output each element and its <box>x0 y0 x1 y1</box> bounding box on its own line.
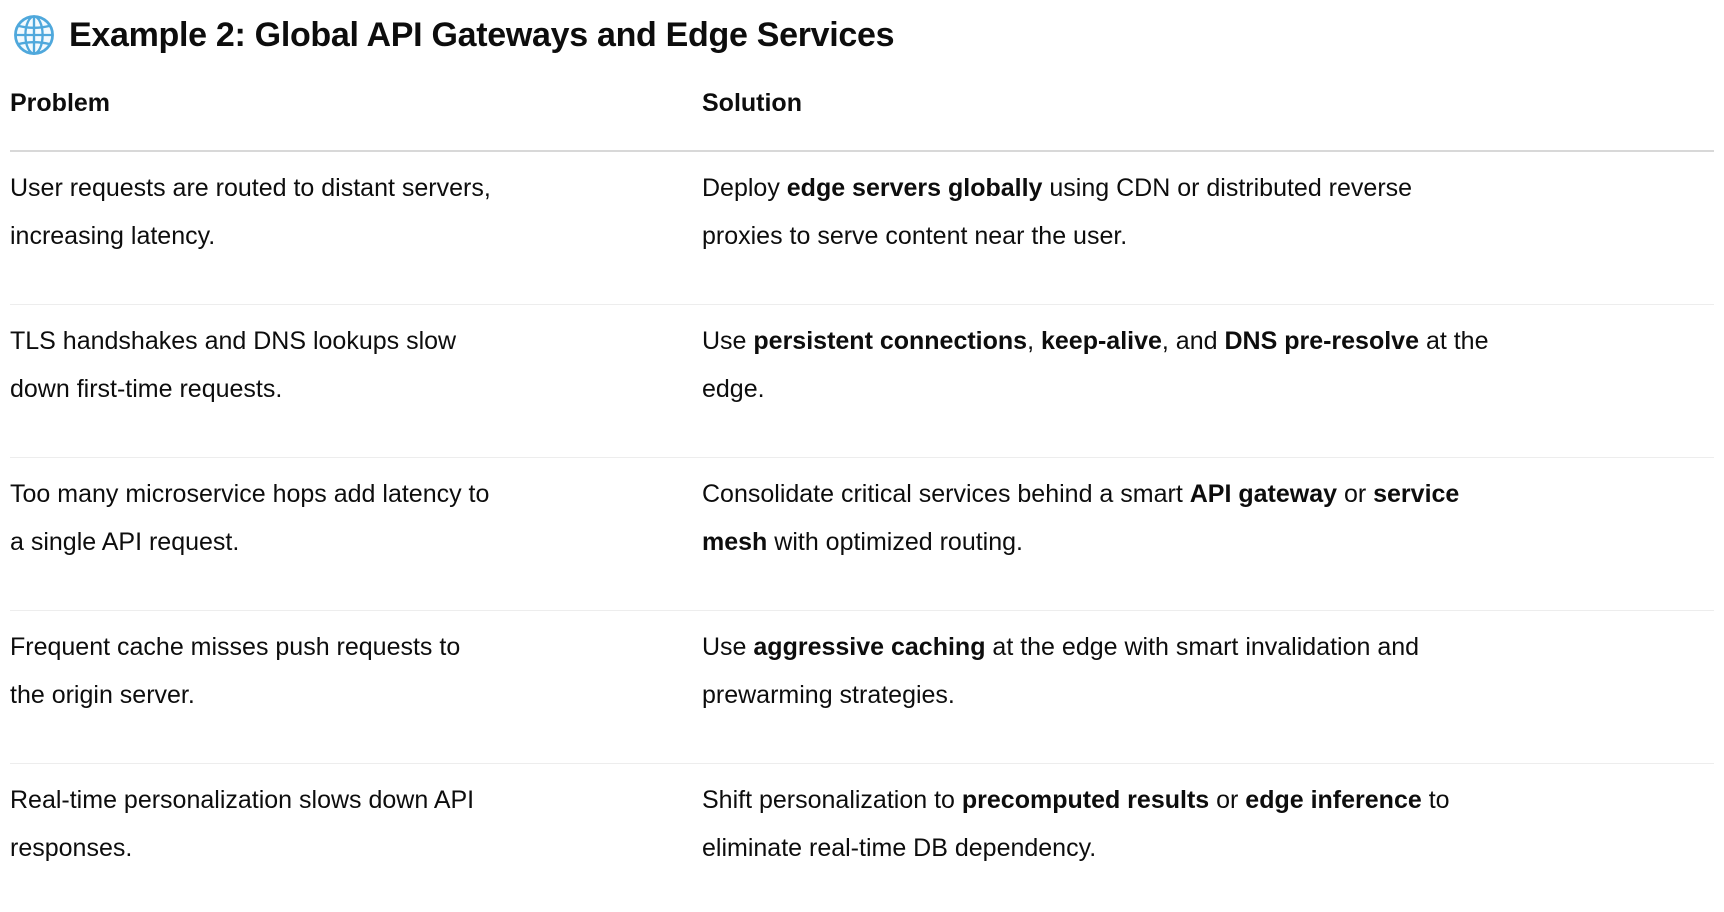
solution-cell: Shift personalization to precomputed res… <box>702 786 1450 862</box>
problem-cell: Too many microservice hops add latency t… <box>10 457 702 611</box>
problem-cell: Frequent cache misses push requests to t… <box>10 610 702 764</box>
table-row: Real-time personalization slows down API… <box>10 764 1714 912</box>
column-header-solution: Solution <box>702 88 1714 152</box>
table-row: Too many microservice hops add latency t… <box>10 457 1714 611</box>
solution-cell: Use persistent connections, keep-alive, … <box>702 304 1714 458</box>
table-row: TLS handshakes and DNS lookups slow down… <box>10 304 1714 458</box>
problem-cell: Real-time personalization slows down API… <box>10 786 475 862</box>
table-header-row: Problem Solution <box>10 88 1714 152</box>
globe-with-meridians-icon <box>12 13 56 57</box>
problem-cell: TLS handshakes and DNS lookups slow down… <box>10 304 702 458</box>
solution-cell: Use aggressive caching at the edge with … <box>702 610 1714 764</box>
solution-cell: Deploy edge servers globally using CDN o… <box>702 151 1714 305</box>
page-title: Example 2: Global API Gateways and Edge … <box>12 12 1714 58</box>
table-body: User requests are routed to distant serv… <box>10 151 1714 912</box>
problem-cell: User requests are routed to distant serv… <box>10 151 702 305</box>
table-row: Frequent cache misses push requests to t… <box>10 610 1714 764</box>
table-row: User requests are routed to distant serv… <box>10 151 1714 305</box>
solution-cell: Consolidate critical services behind a s… <box>702 457 1714 611</box>
column-header-problem: Problem <box>10 88 702 152</box>
problem-solution-table: Problem Solution User requests are route… <box>10 88 1714 912</box>
page-title-text: Example 2: Global API Gateways and Edge … <box>69 16 895 54</box>
